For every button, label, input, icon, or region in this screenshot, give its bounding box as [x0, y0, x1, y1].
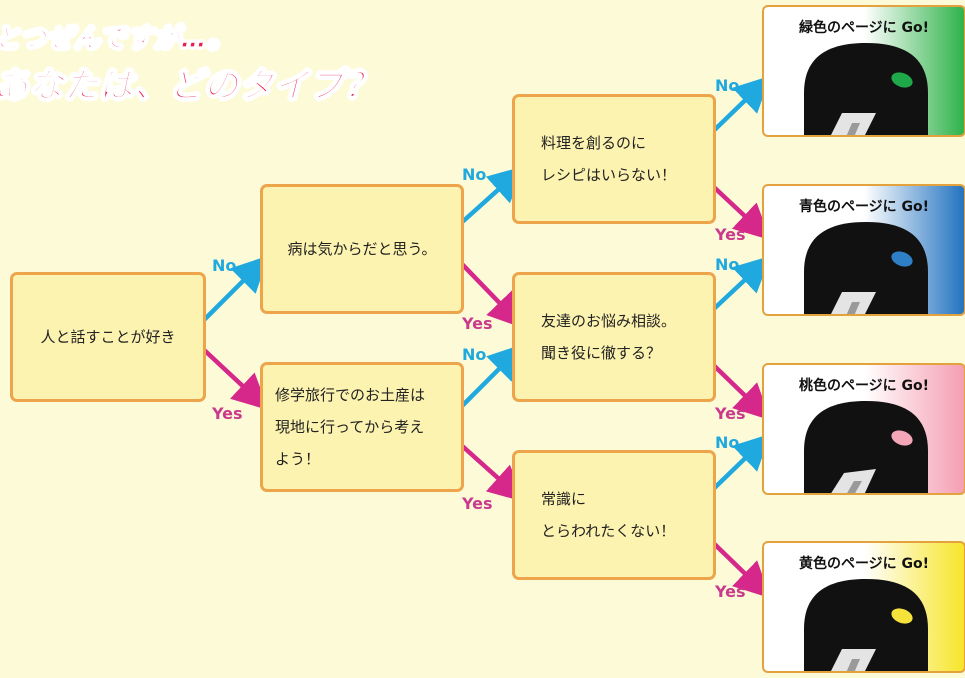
title-line-2: あなたは、どのタイプ？: [0, 65, 379, 106]
result-card-pink[interactable]: 桃色のページに Go!: [762, 363, 965, 495]
arrow-q1-yes: [199, 345, 269, 411]
question-text-line: 友達のお悩み相談。: [541, 312, 677, 330]
question-text-line: 常識に: [541, 490, 587, 508]
question-box-3: 修学旅行でのお土産は 現地に行ってから考え よう！: [260, 362, 464, 492]
label-yes: Yes: [462, 314, 493, 333]
question-box-4: 料理を創るのに レシピはいらない！: [512, 94, 716, 224]
helmet-light: [891, 430, 913, 446]
result-label: 青色のページに Go!: [798, 199, 930, 215]
helmet-icon: [804, 579, 928, 671]
arrow-q3-yes: [457, 441, 525, 503]
result-label: 黄色のページに Go!: [798, 556, 930, 572]
result-card-blue[interactable]: 青色のページに Go!: [762, 184, 965, 316]
arrow-q1-no: [199, 255, 269, 325]
label-no: No: [212, 256, 237, 275]
label-no: No: [462, 165, 487, 184]
helmet-light: [891, 608, 913, 624]
result-label: 桃色のページに Go!: [798, 378, 930, 394]
result-label: 緑色のページに Go!: [798, 20, 930, 36]
arrow-q2-yes: [457, 259, 525, 329]
question-box-2: 病は気からだと思う。: [260, 184, 464, 314]
result-card-green[interactable]: 緑色のページに Go!: [762, 5, 965, 137]
question-box-6: 常識に とらわれたくない！: [512, 450, 716, 580]
helmet-icon: [804, 401, 928, 493]
label-yes: Yes: [715, 225, 746, 244]
result-card-yellow[interactable]: 黄色のページに Go!: [762, 541, 965, 673]
question-text-line: よう！: [275, 450, 321, 468]
question-box-1: 人と話すことが好き: [10, 272, 206, 402]
label-yes: Yes: [462, 494, 493, 513]
label-no: No: [715, 76, 740, 95]
question-text-line: 修学旅行でのお土産は: [275, 386, 426, 404]
arrow-q3-no: [457, 343, 525, 411]
label-no: No: [715, 433, 740, 452]
label-no: No: [715, 255, 740, 274]
label-no: No: [462, 345, 487, 364]
question-text-line: 現地に行ってから考え: [275, 418, 425, 436]
question-text: 人と話すことが好き: [40, 328, 176, 346]
question-text-line: 料理を創るのに: [541, 134, 647, 152]
question-text-line: とらわれたくない！: [541, 522, 676, 540]
arrow-q2-no: [457, 165, 525, 227]
question-box-5: 友達のお悩み相談。 聞き役に徹する？: [512, 272, 716, 402]
question-text-line: 聞き役に徹する？: [541, 344, 662, 362]
helmet-icon: [804, 222, 928, 314]
helmet-light: [891, 72, 913, 88]
title-line-1: とつぜんですが…。: [0, 23, 235, 54]
question-text-line: レシピはいらない！: [541, 166, 677, 184]
question-text: 病は気からだと思う。: [287, 240, 437, 258]
helmet-light: [891, 251, 913, 267]
label-yes: Yes: [715, 404, 746, 423]
label-yes: Yes: [715, 582, 746, 601]
label-yes: Yes: [212, 404, 243, 423]
helmet-icon: [804, 43, 928, 135]
